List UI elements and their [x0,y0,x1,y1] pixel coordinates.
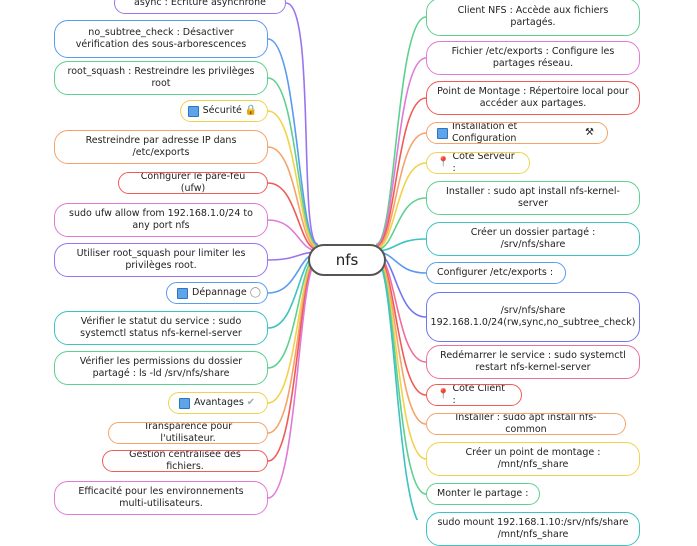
right-connector-3 [375,97,427,248]
pin-icon: 📍 [437,388,450,400]
node-label: Créer un dossier partagé : /srv/nfs/shar… [470,226,596,251]
right-connector-1 [375,16,427,246]
left-node-8[interactable]: Utiliser root_squash pour limiter les pr… [54,243,268,277]
left-connector-15 [267,258,319,499]
left-connector-3 [267,77,319,248]
left-connector-5 [267,146,319,250]
node-label: sudo mount 192.168.1.10:/srv/nfs/share /… [437,516,629,541]
node-label: Côté Client : [452,384,505,406]
node-label: Client NFS : Accède aux fichiers partagé… [457,4,609,29]
left-node-13[interactable]: Transparence pour l'utilisateur. [108,422,268,444]
right-connector-4 [375,132,427,249]
check-icon: ✔ [246,396,256,408]
blue-square-icon [177,287,188,299]
node-label: Installer : sudo apt install nfs-common [455,413,597,435]
right-node-15[interactable]: sudo mount 192.168.1.10:/srv/nfs/share /… [426,512,640,546]
node-label: Installation et Configuration [452,122,518,144]
pin-icon: 📍 [437,156,450,168]
right-connector-2 [375,57,427,247]
right-node-13[interactable]: Créer un point de montage : /mnt/nfs_sha… [426,442,640,476]
right-node-12[interactable]: Installer : sudo apt install nfs-common [426,413,626,435]
blue-square-icon [187,105,199,117]
node-label: Installer : sudo apt install nfs-kernel-… [446,185,620,210]
node-label: Point de Montage : Répertoire local pour… [437,85,629,110]
right-connector-12 [375,255,427,425]
right-connector-5 [375,162,427,250]
node-label: sudo ufw allow from 192.168.1.0/24 to an… [69,207,253,232]
node-label: root_squash : Restreindre les privilèges… [67,65,255,90]
blue-square-icon [179,397,190,409]
left-node-11[interactable]: Vérifier les permissions du dossier part… [54,351,268,385]
right-node-10[interactable]: Redémarrer le service : sudo systemctl r… [426,345,640,379]
left-node-10[interactable]: Vérifier le statut du service : sudo sys… [54,311,268,345]
node-label: Créer un point de montage : /mnt/nfs_sha… [465,446,601,471]
root-node-nfs[interactable]: nfs [308,244,386,276]
root-label: nfs [335,250,359,269]
node-label: Configurer /etc/exports : [437,266,554,278]
left-node-7[interactable]: sudo ufw allow from 192.168.1.0/24 to an… [54,203,268,237]
left-node-1[interactable]: async : Écriture asynchrone [114,0,286,14]
left-connector-4 [267,110,319,249]
right-connector-6 [375,197,427,251]
right-node-1[interactable]: Client NFS : Accède aux fichiers partagé… [426,0,640,36]
right-node-2[interactable]: Fichier /etc/exports : Configure les par… [426,41,640,75]
node-label: Vérifier les permissions du dossier part… [79,355,243,380]
node-label: /srv/nfs/share 192.168.1.0/24(rw,sync,no… [430,304,636,329]
right-node-9[interactable]: /srv/nfs/share 192.168.1.0/24(rw,sync,no… [426,292,640,342]
left-node-6[interactable]: Configurer le pare-feu (ufw) [118,172,268,194]
node-label: Transparence pour l'utilisateur. [143,422,233,444]
left-connector-14 [267,257,319,462]
tools-icon: ⚒ [585,126,594,138]
circle-icon: ◯ [249,286,261,298]
lock-icon: 🔒 [244,104,258,116]
right-node-6[interactable]: Installer : sudo apt install nfs-kernel-… [426,181,640,215]
right-node-7[interactable]: Créer un dossier partagé : /srv/nfs/shar… [426,222,640,256]
node-label: async : Écriture asynchrone [134,0,266,8]
node-label: Restreindre par adresse IP dans /etc/exp… [85,134,237,159]
node-label: Gestion centralisée des fichiers. [129,450,241,472]
left-connector-2 [267,38,319,247]
left-node-4[interactable]: Sécurité🔒 [180,100,268,122]
left-node-15[interactable]: Efficacité pour les environnements multi… [54,481,268,515]
left-connector-1 [285,2,319,246]
left-node-12[interactable]: Avantages✔ [168,392,268,414]
node-label: Avantages [194,396,244,408]
left-node-5[interactable]: Restreindre par adresse IP dans /etc/exp… [54,130,268,164]
right-node-8[interactable]: Configurer /etc/exports : [426,262,566,284]
right-node-3[interactable]: Point de Montage : Répertoire local pour… [426,81,640,115]
left-node-3[interactable]: root_squash : Restreindre les privilèges… [54,61,268,95]
right-node-14[interactable]: Monter le partage : [426,483,540,505]
right-connector-15 [375,258,419,520]
node-label: Configurer le pare-feu (ufw) [140,172,246,194]
blue-square-icon [437,127,448,139]
right-node-5[interactable]: 📍Côté Serveur : [426,152,530,174]
right-node-11[interactable]: 📍Côté Client : [426,384,522,406]
node-label: Dépannage [192,286,247,298]
left-node-14[interactable]: Gestion centralisée des fichiers. [102,450,268,472]
left-node-9[interactable]: Dépannage◯ [166,282,268,304]
left-node-2[interactable]: no_subtree_check : Désactiver vérificati… [54,20,268,58]
node-label: Redémarrer le service : sudo systemctl r… [440,349,626,374]
right-node-4[interactable]: Installation et Configuration ⚒ [426,122,608,144]
node-label: Fichier /etc/exports : Configure les par… [451,45,615,70]
node-label: Côté Serveur : [452,152,515,174]
node-label: Sécurité [202,104,242,116]
node-label: Monter le partage : [437,487,529,499]
node-label: Vérifier le statut du service : sudo sys… [80,315,242,340]
node-label: Utiliser root_squash pour limiter les pr… [76,247,246,272]
node-label: Efficacité pour les environnements multi… [78,485,244,510]
node-label: no_subtree_check : Désactiver vérificati… [75,26,247,51]
